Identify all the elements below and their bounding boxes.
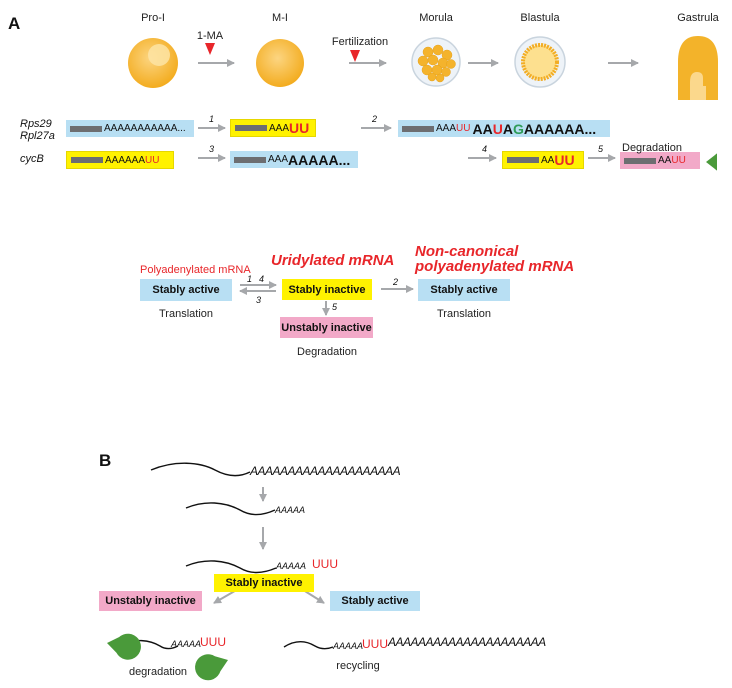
a-tail: AAA — [269, 122, 290, 134]
state-b-stably-inactive: Stably inactive — [214, 574, 314, 592]
polya-tail: AAAAAAAAAAA... — [104, 123, 186, 134]
a-tail: AA — [541, 154, 555, 166]
noncanonical-label-line1: Non-canonical — [415, 243, 519, 260]
state-stably-active-left: Stably active — [140, 279, 232, 301]
u-tail-1: UU — [456, 123, 471, 134]
coding-region-bar — [70, 125, 102, 132]
rps-mrna-uridylated: AAA UU — [230, 119, 316, 137]
polyadenylated-mrna-label: Polyadenylated mRNA — [140, 264, 251, 276]
pacman-left-icon — [107, 633, 141, 660]
a-tail: AAAAAA — [105, 154, 146, 166]
state-stably-active-right: Stably active — [418, 279, 510, 301]
uridylated-tail-u: UUU — [312, 557, 338, 571]
u-tail: UU — [289, 120, 310, 136]
u-tail: UU — [671, 155, 686, 166]
u-tail-2: U — [492, 120, 503, 137]
gene-label-cycb: cycB — [20, 153, 44, 165]
recycling-tail-u: UUU — [362, 637, 388, 651]
step-number-4: 4 — [482, 144, 488, 154]
a-tail-small: AAA — [268, 154, 289, 165]
stage-label-gastrula: Gastrula — [677, 12, 719, 24]
panel-a-label: A — [8, 14, 21, 33]
stage-label-pro-i: Pro-I — [141, 12, 165, 24]
state-b-unstably-inactive: Unstably inactive — [99, 591, 202, 611]
degradation-tail-a: AAAAA — [171, 639, 202, 649]
step-number-5: 5 — [598, 144, 604, 154]
cycb-mrna-polyadenylated: AAA AAAAA... — [230, 151, 358, 168]
stage-label-morula: Morula — [419, 12, 453, 24]
a-tail-1: AAA — [436, 123, 457, 134]
uridylated-tail-a: AAAAA — [276, 561, 307, 571]
pacman-right-icon — [195, 654, 228, 681]
uridylated-mrna-label: Uridylated mRNA — [271, 252, 395, 269]
degradation-label-top: Degradation — [622, 142, 682, 154]
step-number-3: 3 — [209, 144, 215, 154]
red-marker-1ma — [205, 43, 215, 55]
step-number-1: 1 — [209, 114, 215, 124]
coding-region-bar — [234, 156, 266, 163]
recycling-tail-long: AAAAAAAAAAAAAAAAAAAAA — [388, 635, 546, 649]
coding-region-bar — [235, 125, 267, 131]
mrna-row-arrows — [198, 124, 616, 162]
rps-mrna-noncanonical: AAA UU AA U A G AAAAAA... — [398, 120, 610, 137]
cycb-mrna-initial: AAAAAA UU — [66, 151, 174, 169]
recycling-tail-a: AAAAA — [333, 641, 364, 651]
scheme-step-4: 4 — [259, 274, 265, 284]
blastula-embryo — [514, 36, 566, 88]
translation-label-left: Translation — [158, 308, 214, 320]
state-b-stably-active: Stably active — [330, 591, 420, 611]
scheme-arrows — [239, 281, 414, 316]
a-tail-big: AAAAA... — [288, 151, 351, 168]
scheme-step-2: 2 — [393, 277, 399, 287]
degradation-label-scheme: Degradation — [297, 346, 357, 358]
gene-label-rps29: Rps29 — [20, 118, 52, 130]
g-nucleotide: G — [512, 120, 524, 137]
scheme-step-5: 5 — [332, 302, 338, 312]
u-tail: UU — [145, 154, 160, 166]
gastrula-embryo — [678, 36, 718, 100]
panel-b-label: B — [99, 451, 112, 470]
scheme-step-1: 1 — [247, 274, 253, 284]
a-tail: AA — [658, 155, 672, 166]
noncanonical-label-line2: polyadenylated mRNA — [415, 258, 575, 275]
coding-region-bar — [402, 125, 434, 132]
polya-tail-long: AAAAAAAAAAAAAAAAAAAA — [250, 464, 401, 478]
coding-region-bar — [71, 157, 103, 163]
treatment-label-1ma: 1-MA — [196, 30, 224, 42]
morula-embryo — [411, 37, 461, 87]
step-number-2: 2 — [372, 114, 378, 124]
scheme-step-3: 3 — [256, 295, 262, 305]
rps-mrna-initial: AAAAAAAAAAA... — [66, 120, 194, 137]
stage-label-m-i: M-I — [272, 12, 288, 24]
degradation-tail-u: UUU — [200, 635, 226, 649]
translation-label-right: Translation — [436, 308, 492, 320]
cycb-mrna-degrading: AA UU — [620, 152, 700, 169]
exonuclease-pacman-icon — [706, 153, 717, 171]
treatment-label-fertilization: Fertilization — [331, 36, 389, 48]
cycb-mrna-uridylated: AA UU — [502, 151, 584, 169]
degradation-label-b: degradation — [128, 666, 188, 678]
pro-i-oocyte — [128, 38, 178, 88]
coding-region-bar — [624, 157, 656, 164]
state-stably-inactive: Stably inactive — [282, 279, 372, 300]
recycling-label-b: recycling — [336, 660, 380, 672]
a-tail-3: A — [502, 120, 513, 137]
red-marker-fertilization — [350, 50, 360, 62]
stage-label-blastula: Blastula — [520, 12, 560, 24]
coding-region-bar — [507, 157, 539, 163]
gene-label-rpl27a: Rpl27a — [20, 130, 55, 142]
polya-tail-short: AAAAA — [275, 505, 306, 515]
m-i-oocyte — [256, 39, 304, 87]
panel-b-rna-lines — [107, 462, 334, 681]
u-tail: UU — [554, 152, 575, 168]
a-tail-4: AAAAAA... — [523, 120, 597, 137]
state-unstably-inactive: Unstably inactive — [280, 317, 373, 338]
embryo-stages-illustration — [128, 36, 718, 100]
a-tail-2: AA — [472, 120, 493, 137]
